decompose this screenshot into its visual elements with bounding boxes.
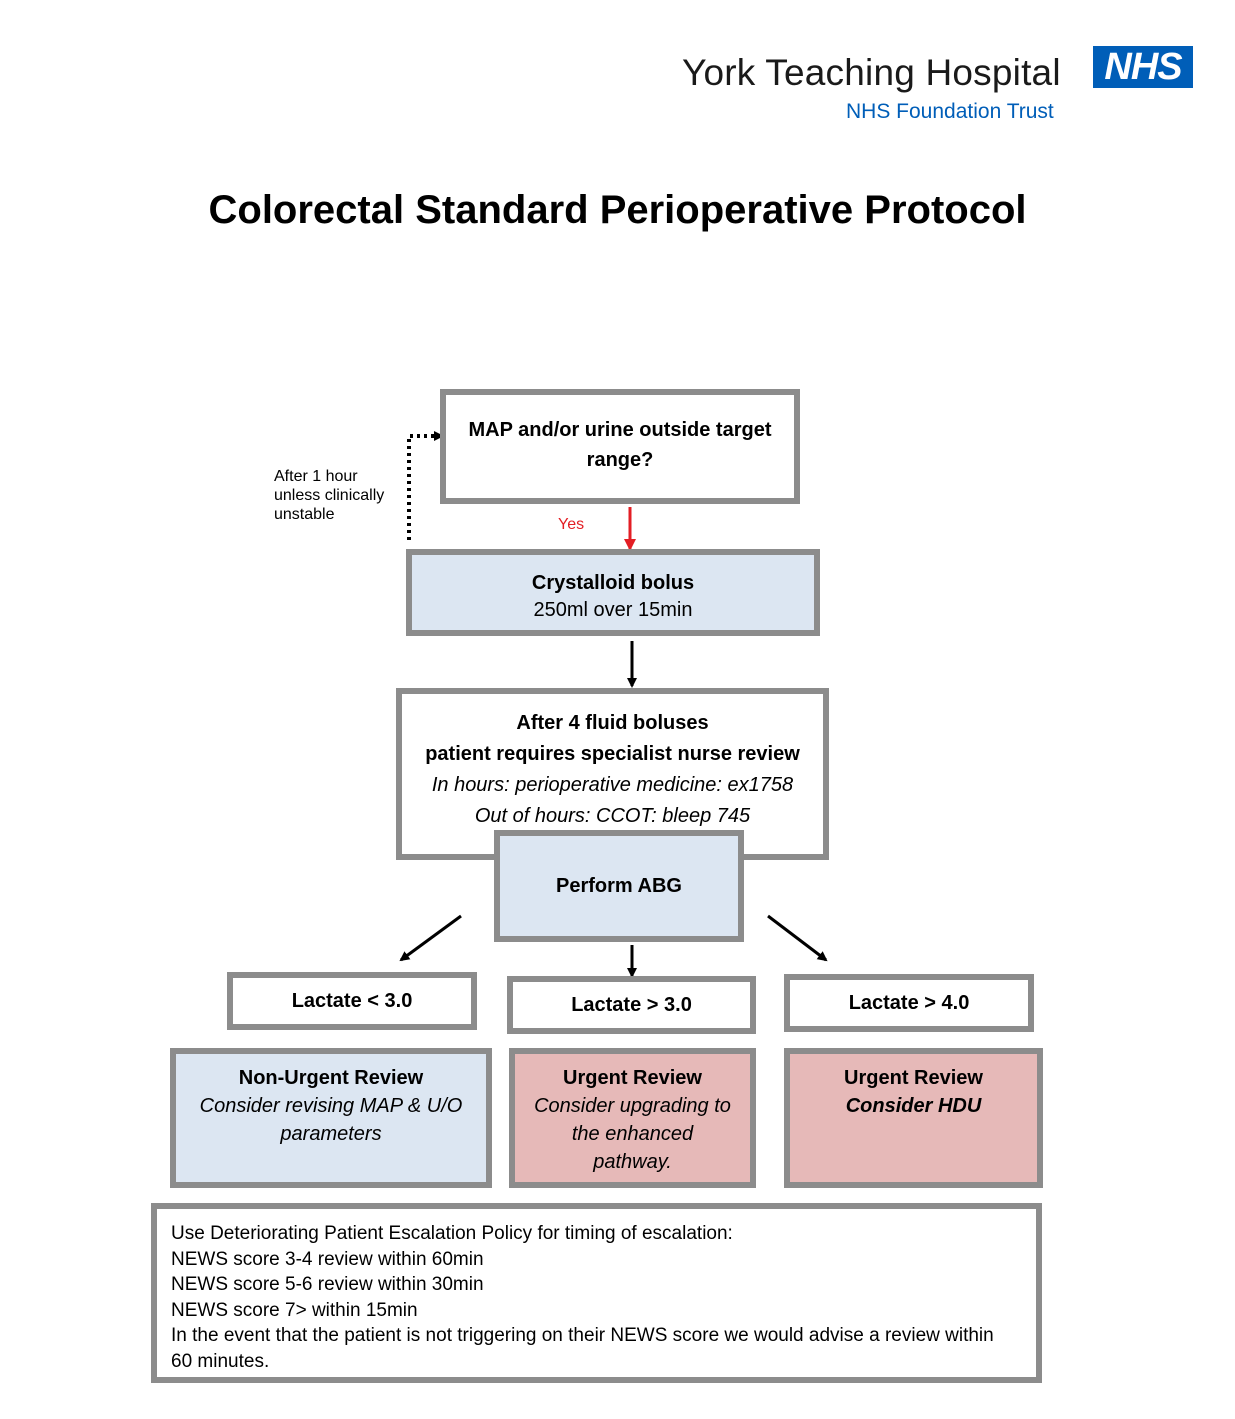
nhs-logo: NHS	[1093, 46, 1193, 88]
perform-abg-box: Perform ABG	[494, 830, 744, 942]
trust-name: NHS Foundation Trust	[846, 100, 1054, 123]
hospital-name: York Teaching Hospital	[682, 52, 1061, 93]
lactate-mid-box: Lactate > 3.0	[507, 976, 756, 1034]
map-decision-box: MAP and/or urine outside target range?	[440, 389, 800, 504]
page-title: Colorectal Standard Perioperative Protoc…	[208, 188, 1027, 232]
abg-to-lactate-low-arrow	[399, 914, 462, 962]
urgent-review-enhanced-box: Urgent Review Consider upgrading to the …	[509, 1048, 756, 1188]
loop-back-arrow	[407, 431, 444, 540]
lactate-high-box: Lactate > 4.0	[784, 974, 1034, 1032]
non-urgent-review-box: Non-Urgent Review Consider revising MAP …	[170, 1048, 492, 1188]
yes-label: Yes	[558, 516, 585, 533]
loop-note: After 1 hour unless clinically unstable	[274, 468, 385, 523]
escalation-policy-box: Use Deteriorating Patient Escalation Pol…	[151, 1203, 1042, 1383]
urgent-review-hdu-box: Urgent Review Consider HDU	[784, 1048, 1043, 1188]
crystalloid-bolus-box: Crystalloid bolus 250ml over 15min	[406, 549, 820, 636]
lactate-low-box: Lactate < 3.0	[227, 972, 477, 1030]
abg-to-lactate-high-arrow	[767, 914, 828, 962]
